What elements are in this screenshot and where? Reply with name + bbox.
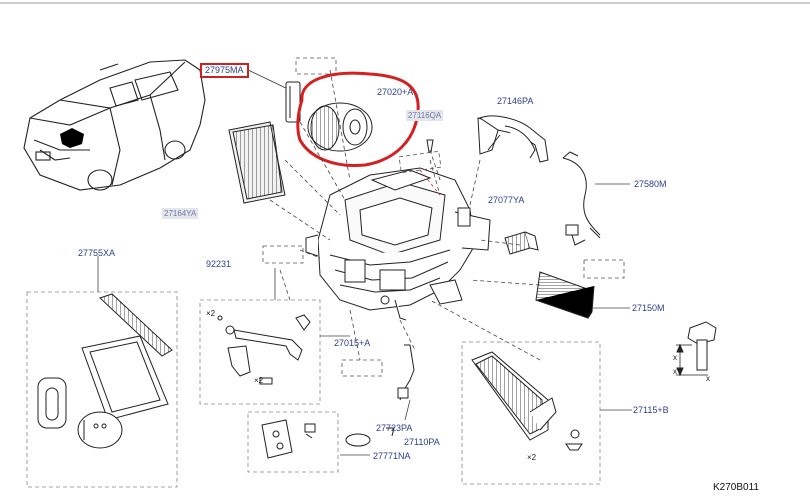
diagram-code: K270B011 [713, 482, 759, 493]
seals-kit-box [26, 291, 178, 488]
part-label-27146PA[interactable]: 27146PA [497, 96, 534, 106]
actuator [504, 231, 539, 255]
expansion-valve-box [247, 411, 339, 473]
quantity-label: ×2 [254, 376, 264, 385]
part-label-27115B[interactable]: 27115+B [633, 405, 669, 415]
hvac-unit [305, 167, 491, 321]
part-label-top-ghost[interactable]: 27116QA [406, 110, 444, 121]
ac-pipes [477, 115, 549, 163]
highlight-circle [296, 71, 420, 168]
filter-cover [285, 81, 301, 123]
part-label-filter-ghost[interactable]: 27164YA [162, 208, 199, 219]
dashed-boxes [262, 150, 625, 377]
part-label-27150M[interactable]: 27150M [632, 303, 665, 313]
pipe-kit-parts [217, 314, 311, 385]
seal-parts [37, 293, 173, 449]
part-label-27755XA[interactable]: 27755XA [78, 248, 116, 258]
bolt-dimension [676, 321, 717, 377]
part-label-92231[interactable]: 92231 [206, 259, 232, 269]
part-label-27723PA[interactable]: 27723PA [376, 423, 413, 433]
wiring-harness [562, 151, 601, 246]
part-label-27580M[interactable]: 27580M [634, 179, 667, 189]
dimension-label: x [673, 367, 677, 376]
dimension-label: x [706, 374, 710, 383]
evaporator [471, 351, 583, 451]
pipe-kit-box [199, 299, 321, 405]
leader-lines [269, 69, 541, 361]
part-label-27771NA[interactable]: 27771NA [373, 451, 411, 461]
expansion-valve [261, 419, 316, 459]
blower-location-marker [60, 128, 84, 148]
vehicle-illustration [23, 59, 206, 191]
part-label-27110PA[interactable]: 27110PA [404, 437, 440, 447]
quantity-label: ×2 [527, 453, 537, 462]
heater-core [535, 271, 595, 319]
part-label-27020A[interactable]: 27020+A [377, 87, 414, 97]
part-label-27015A[interactable]: 27015+A [334, 338, 371, 348]
part-label-27975MA[interactable]: 27975MA [200, 63, 249, 78]
sensor-parts [345, 344, 415, 447]
dimension-label: x [673, 353, 677, 362]
quantity-label: ×2 [206, 309, 216, 318]
cabin-filter [228, 121, 286, 204]
part-label-27077YA[interactable]: 27077YA [488, 195, 525, 205]
